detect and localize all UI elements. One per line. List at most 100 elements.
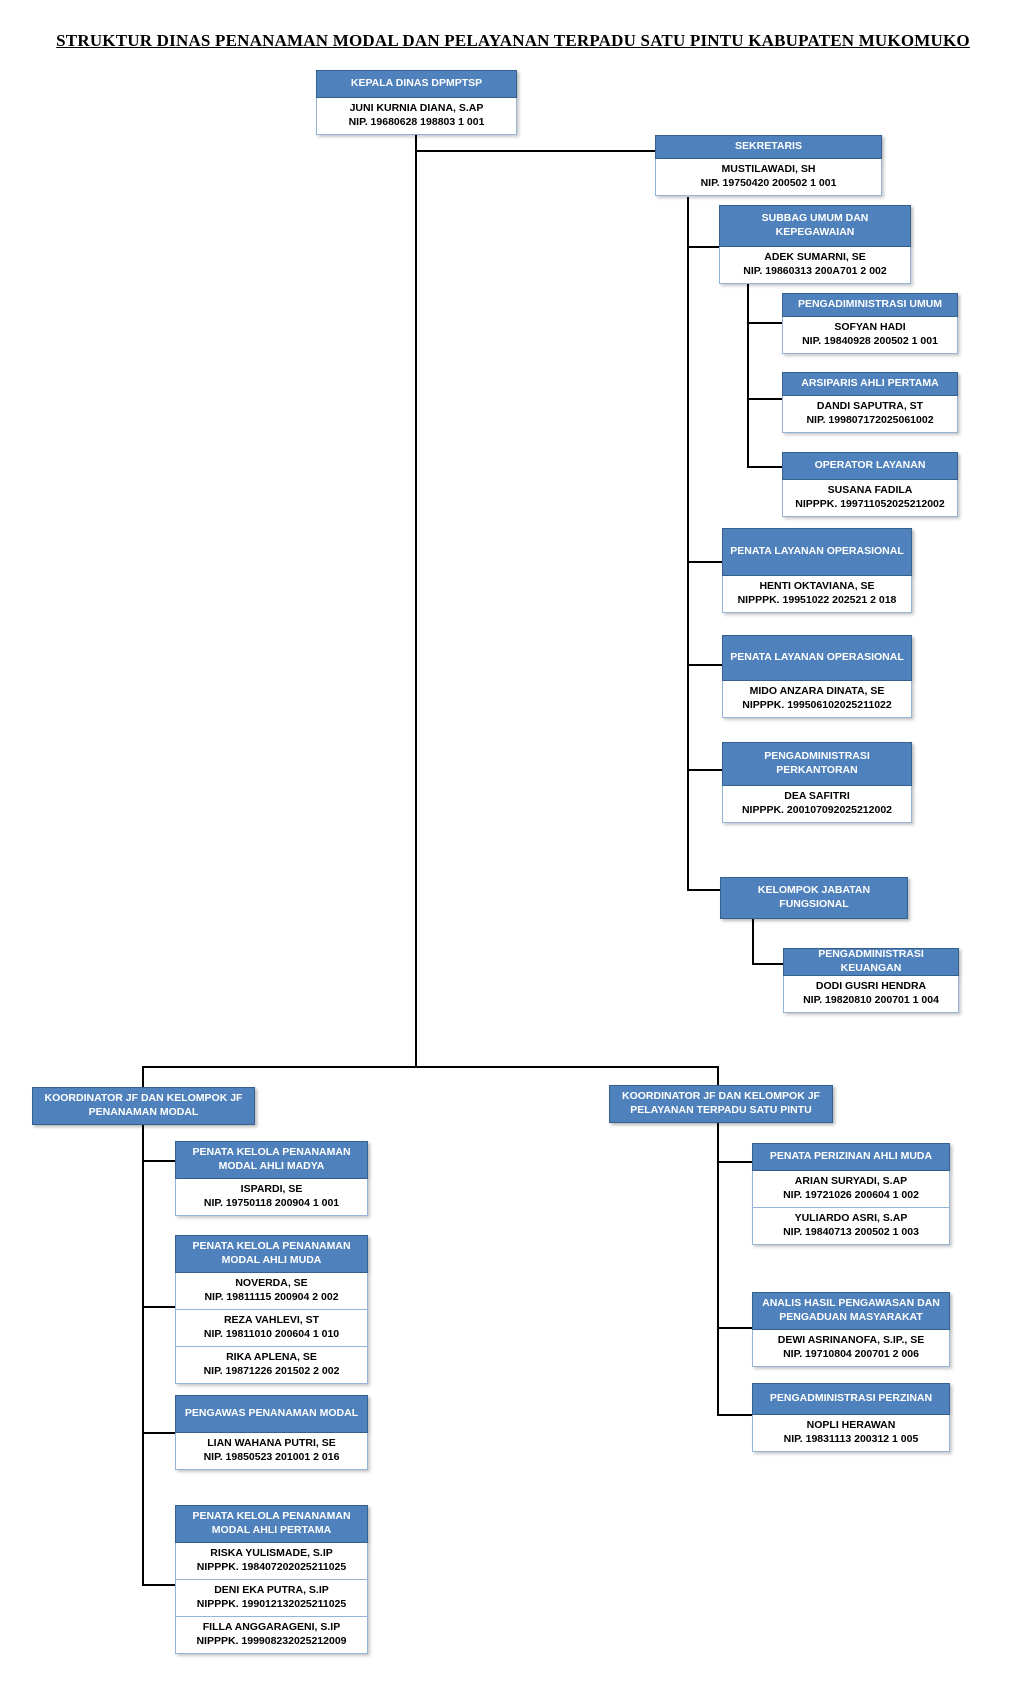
org-node-pengawas-penanaman-modal: PENGAWAS PENANAMAN MODAL LIAN WAHANA PUT… [175, 1395, 368, 1470]
connector-line-madya [142, 1160, 175, 1162]
member-name: SUSANA FADILA [827, 484, 913, 496]
node-title: PENGADIMINISTRASI UMUM [782, 293, 958, 317]
member-nip: NIPPPK. 199012132025211025 [196, 1598, 347, 1611]
connector-line-junction [142, 1066, 719, 1068]
member-nip: NIP. 19831113 200312 1 005 [783, 1433, 919, 1446]
member-row: NOVERDA, SE NIP. 19811115 200904 2 002 [176, 1273, 367, 1309]
node-title: KELOMPOK JABATAN FUNGSIONAL [720, 877, 908, 919]
member-name: ADEK SUMARNI, SE [764, 251, 866, 263]
connector-line-kelompok-jf [687, 889, 720, 891]
member-nip: NIPPPK. 200107092025212002 [741, 804, 893, 817]
connector-line-right-drop [717, 1066, 719, 1085]
member-name: NOVERDA, SE [235, 1277, 308, 1289]
connector-line-perkantoran [687, 769, 722, 771]
connector-line-penata-op1 [687, 561, 722, 563]
member-nip: NIPPPK. 199908232025212009 [196, 1635, 347, 1648]
member-row: ARIAN SURYADI, S.AP NIP. 19721026 200604… [753, 1171, 949, 1207]
member-nip: NIPPPK. 19951022 202521 2 018 [737, 594, 897, 607]
page-title: STRUKTUR DINAS PENANAMAN MODAL DAN PELAY… [56, 31, 970, 50]
connector-line-spine [415, 135, 417, 1068]
node-title: PENGADMINISTRASI PERKANTORAN [722, 742, 912, 786]
member-row: DODI GUSRI HENDRA NIP. 19820810 200701 1… [784, 976, 958, 1012]
node-title: KEPALA DINAS DPMPTSP [316, 70, 517, 98]
member-row: DEWI ASRINANOFA, S.IP., SE NIP. 19710804… [753, 1330, 949, 1366]
org-node-penata-perizinan-ahli-muda: PENATA PERIZINAN AHLI MUDA ARIAN SURYADI… [752, 1143, 950, 1245]
connector-line-subbag-branch [747, 284, 749, 468]
member-row: MIDO ANZARA DINATA, SE NIPPPK. 199506102… [723, 681, 911, 717]
member-name: DENI EKA PUTRA, S.IP [214, 1583, 329, 1596]
member-row: SUSANA FADILA NIPPPK. 199711052025212002 [783, 480, 957, 516]
connector-line-perzinan [717, 1414, 752, 1416]
member-row: SOFYAN HADI NIP. 19840928 200502 1 001 [783, 317, 957, 353]
node-title: PENATA PERIZINAN AHLI MUDA [752, 1143, 950, 1171]
member-nip: NIP. 19871226 201502 2 002 [203, 1365, 340, 1378]
node-title: OPERATOR LAYANAN [782, 452, 958, 480]
member-nip: NIP. 19840713 200502 1 003 [783, 1226, 919, 1239]
member-name: RISKA YULISMADE, S.IP [210, 1547, 333, 1559]
connector-line-operator [747, 466, 782, 468]
org-node-pengadministrasi-perkantoran: PENGADMINISTRASI PERKANTORAN DEA SAFITRI… [722, 742, 912, 823]
org-node-koordinator-penanaman-modal: KOORDINATOR JF DAN KELOMPOK JF PENANAMAN… [32, 1087, 255, 1125]
member-nip: NIP. 19710804 200701 2 006 [783, 1348, 919, 1361]
org-node-penata-layanan-operasional-2: PENATA LAYANAN OPERASIONAL MIDO ANZARA D… [722, 635, 912, 718]
connector-line-left-drop [142, 1066, 144, 1087]
connector-line-koorpm-branch [142, 1125, 144, 1586]
connector-line-penata-op2 [687, 664, 722, 666]
member-row: LIAN WAHANA PUTRI, SE NIP. 19850523 2010… [176, 1433, 367, 1469]
connector-line-kelompok-branch [752, 919, 754, 965]
member-nip: NIP. 19680628 198803 1 001 [348, 116, 485, 129]
connector-line-keuangan [752, 963, 783, 965]
org-node-sekretaris: SEKRETARIS MUSTILAWADI, SH NIP. 19750420… [655, 135, 882, 196]
connector-line-muda [142, 1306, 175, 1308]
member-name: ISPARDI, SE [240, 1183, 303, 1195]
node-title: ANALIS HASIL PENGAWASAN DAN PENGADUAN MA… [752, 1292, 950, 1330]
node-title: SEKRETARIS [655, 135, 882, 159]
node-title: KOORDINATOR JF DAN KELOMPOK JF PELAYANAN… [609, 1085, 833, 1123]
connector-line-pengawas [142, 1432, 175, 1434]
org-node-arsiparis: ARSIPARIS AHLI PERTAMA DANDI SAPUTRA, ST… [782, 372, 958, 433]
org-node-subbag-umum: SUBBAG UMUM DAN KEPEGAWAIAN ADEK SUMARNI… [719, 205, 911, 284]
node-title: SUBBAG UMUM DAN KEPEGAWAIAN [719, 205, 911, 247]
connector-line-koorptsp-branch [717, 1123, 719, 1416]
member-row: REZA VAHLEVI, ST NIP. 19811010 200604 1 … [176, 1308, 367, 1346]
org-node-pengadministrasi-keuangan: PENGADMINISTRASI KEUANGAN DODI GUSRI HEN… [783, 948, 959, 1013]
member-nip: NIPPPK. 198407202025211025 [196, 1561, 347, 1574]
org-node-operator-layanan: OPERATOR LAYANAN SUSANA FADILA NIPPPK. 1… [782, 452, 958, 517]
connector-line-arsiparis [747, 398, 782, 400]
member-nip: NIP. 19820810 200701 1 004 [803, 994, 939, 1007]
connector-line-sekretaris [416, 150, 655, 152]
node-title: PENATA KELOLA PENANAMAN MODAL AHLI MUDA [175, 1235, 368, 1273]
member-row: DEA SAFITRI NIPPPK. 200107092025212002 [723, 786, 911, 822]
member-name: LIAN WAHANA PUTRI, SE [207, 1437, 336, 1449]
member-name: HENTI OKTAVIANA, SE [759, 580, 875, 592]
member-name: RIKA APLENA, SE [226, 1350, 317, 1363]
connector-line-pertama [142, 1584, 175, 1586]
node-title: PENATA KELOLA PENANAMAN MODAL AHLI MADYA [175, 1141, 368, 1179]
member-nip: NIP. 19750420 200502 1 001 [700, 177, 837, 190]
member-nip: NIP. 19850523 201001 2 016 [203, 1451, 340, 1464]
member-nip: NIP. 19840928 200502 1 001 [802, 335, 938, 348]
member-name: NOPLI HERAWAN [806, 1419, 896, 1431]
member-row: FILLA ANGGARAGENI, S.IP NIPPPK. 19990823… [176, 1615, 367, 1653]
org-node-penata-layanan-operasional-1: PENATA LAYANAN OPERASIONAL HENTI OKTAVIA… [722, 528, 912, 613]
org-node-kelompok-jabatan-fungsional: KELOMPOK JABATAN FUNGSIONAL [720, 877, 908, 919]
member-name: DANDI SAPUTRA, ST [816, 400, 924, 412]
member-nip: NIP. 19811010 200604 1 010 [203, 1328, 340, 1341]
node-title: KOORDINATOR JF DAN KELOMPOK JF PENANAMAN… [32, 1087, 255, 1125]
member-nip: NIP. 199807172025061002 [806, 414, 934, 427]
member-nip: NIPPPK. 199506102025211022 [742, 699, 892, 712]
member-row: NOPLI HERAWAN NIP. 19831113 200312 1 005 [753, 1415, 949, 1451]
node-title: PENATA KELOLA PENANAMAN MODAL AHLI PERTA… [175, 1505, 368, 1543]
member-row: ADEK SUMARNI, SE NIP. 19860313 200A701 2… [720, 247, 910, 283]
member-row: DANDI SAPUTRA, ST NIP. 19980717202506100… [783, 396, 957, 432]
member-row: RIKA APLENA, SE NIP. 19871226 201502 2 0… [176, 1345, 367, 1383]
connector-line-sekretaris-branch [687, 197, 689, 891]
org-node-pengadministrasi-perzinan: PENGADMINISTRASI PERZINAN NOPLI HERAWAN … [752, 1383, 950, 1452]
member-row: JUNI KURNIA DIANA, S.AP NIP. 19680628 19… [317, 98, 516, 134]
node-title: PENATA LAYANAN OPERASIONAL [722, 528, 912, 576]
connector-line-subbag [687, 246, 719, 248]
member-nip: NIP. 19721026 200604 1 002 [783, 1189, 919, 1202]
org-node-koordinator-pelayanan-terpadu: KOORDINATOR JF DAN KELOMPOK JF PELAYANAN… [609, 1085, 833, 1123]
node-title: PENATA LAYANAN OPERASIONAL [722, 635, 912, 681]
